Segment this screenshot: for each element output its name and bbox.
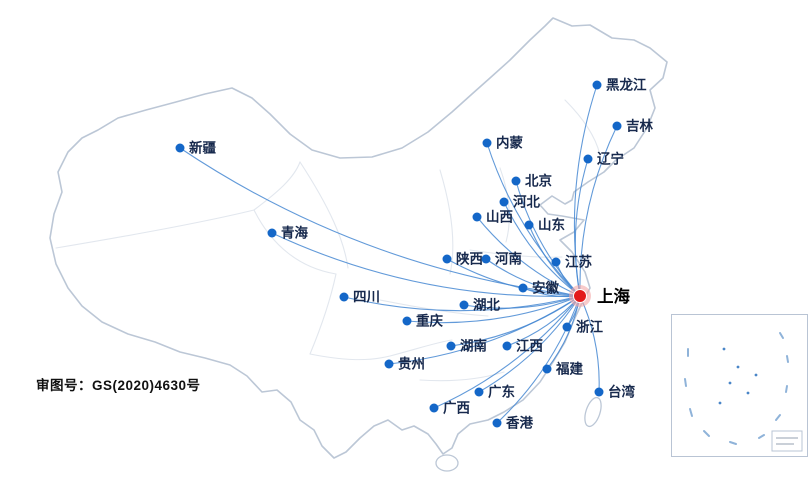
province-label: 福建 [555,361,584,377]
province-dot [267,228,277,238]
province-label: 北京 [525,173,552,189]
province-label: 内蒙 [496,135,524,151]
hub-marker: 上海 [569,285,631,307]
province-dot [542,364,552,374]
province-label: 河北 [513,194,541,210]
flight-line [579,295,600,393]
south-china-sea-inset [671,314,808,457]
province-dot [592,80,602,90]
province-dot [384,359,394,369]
flight-line [406,295,581,324]
flight-line [343,295,581,312]
province-dot [492,418,502,428]
province-label: 广东 [488,384,516,400]
province-dot [518,283,528,293]
province-dot [499,197,509,207]
province-dot [446,341,456,351]
province-label: 吉林 [626,118,654,134]
hainan-island [435,454,459,472]
flight-line [179,147,581,297]
province-label: 重庆 [416,313,443,329]
province-label: 山西 [486,210,513,225]
province-dot [459,300,469,310]
flight-line [463,295,581,309]
province-dot [524,220,534,230]
flight-line [503,201,581,297]
province-borders [55,99,601,382]
province-label: 安徽 [532,280,560,296]
inset-legend-box [771,430,803,452]
province-dot [482,138,492,148]
mainland-border [49,17,668,459]
flight-line [574,158,589,297]
province-label: 湖北 [473,298,500,313]
province-dot [175,143,185,153]
province-dot [442,254,452,264]
province-label: 广西 [443,400,470,416]
province-label: 浙江 [576,319,604,335]
hub-dot [573,289,587,303]
province-dot [551,257,561,267]
flight-line [579,125,618,297]
province-dot [474,387,484,397]
taiwan-island [584,396,602,428]
flight-line [271,232,581,297]
province-label: 山东 [538,217,566,233]
province-label: 贵州 [398,356,425,372]
province-label: 湖南 [460,338,487,354]
flight-line [433,295,581,409]
flight-line [446,258,581,297]
province-dot [594,387,604,397]
province-label: 江西 [516,338,543,354]
hub-label: 上海 [597,286,631,306]
province-dot [339,292,349,302]
island-dots [718,347,758,405]
flight-line [476,216,581,297]
province-label: 台湾 [608,384,636,400]
province-dot [402,316,412,326]
province-dot [502,341,512,351]
flight-lines [179,84,618,424]
province-dot [612,121,622,131]
province-label: 新疆 [189,140,216,156]
flight-line [388,295,581,365]
flight-line [515,180,581,297]
province-label: 河南 [495,251,522,267]
province-label: 四川 [353,290,380,305]
china-outline [49,17,668,472]
province-dot [562,322,572,332]
flight-line [496,295,581,424]
province-dot [583,154,593,164]
inset-canvas [684,332,803,452]
province-label: 江苏 [565,254,593,270]
province-markers: 黑龙江吉林辽宁 内蒙北京河北山西 山东 新疆青海陕西河南 江苏安徽四川湖北重庆 浙江湖南 江… [175,77,654,431]
province-label: 辽宁 [597,151,624,167]
province-label: 香港 [505,415,534,431]
province-dot [511,176,521,186]
province-label: 陕西 [456,251,483,267]
nine-dash-line [684,332,789,445]
province-label: 青海 [281,225,308,241]
province-label: 黑龙江 [606,77,647,93]
province-dot [429,403,439,413]
map-approval-number: 审图号：GS(2020)4630号 [36,378,201,393]
flight-line [478,295,581,393]
province-dot [481,254,491,264]
province-dot [472,212,482,222]
